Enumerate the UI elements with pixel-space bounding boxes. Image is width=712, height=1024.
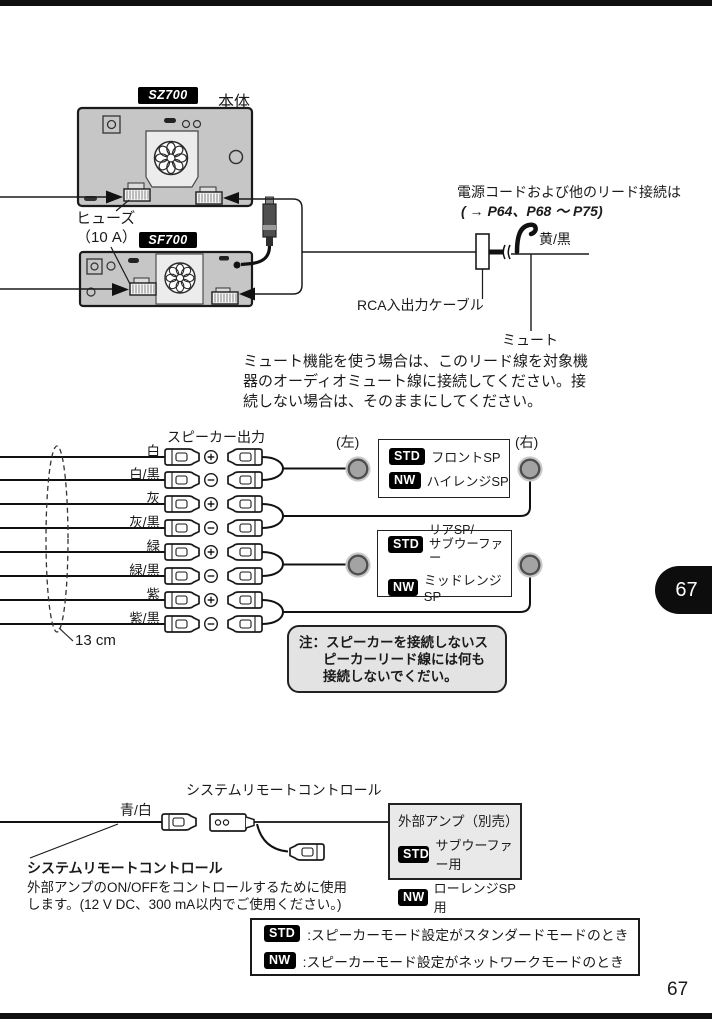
remote-wiring [0, 813, 388, 861]
mute-note-line2: 器のオーディオミュート線に接続してください。接 [243, 373, 587, 390]
antenna-plug [240, 196, 277, 267]
nw-badge: NW [398, 888, 428, 906]
speaker-note-box: 注：スピーカーを接続しないス ピーカーリード線には何も 接続しないでくだい。 [287, 625, 507, 693]
right-channel-label: (右) [515, 434, 539, 450]
std-badge: STD [389, 448, 426, 465]
mute-label: ミュート [502, 332, 558, 348]
nw-badge: NW [389, 472, 421, 489]
amp-box-title: 外部アンプ（別売） [398, 814, 519, 829]
remote-desc-line2: します。(12 V DC、300 mA以内でご使用ください。) [27, 897, 342, 912]
highrange-sp-label: ハイレンジSP [426, 474, 509, 489]
input-lead-lines [0, 196, 112, 290]
sf700-unit-drawing [78, 250, 254, 308]
note-line1: 注：スピーカーを接続しないス [299, 635, 488, 650]
fan-icon [164, 262, 196, 294]
std-badge: STD [264, 925, 301, 942]
left-channel-label: (左) [336, 434, 360, 450]
main-unit-label: 本体 [218, 94, 251, 111]
wire-label-purple: 紫 [146, 587, 161, 602]
remote-desc-line1: 外部アンプのON/OFFをコントロールするために使用 [27, 880, 348, 895]
std-badge: STD [398, 845, 430, 863]
speaker-output-title: スピーカー出力 [167, 429, 265, 445]
page-tab-badge: 67 [655, 566, 712, 614]
front-speaker-box: STD フロントSP NW ハイレンジSP [378, 439, 510, 498]
front-sp-label: フロントSP [431, 450, 501, 465]
bundle-length-label: 13 cm [75, 632, 116, 649]
midrange-sp-label: ミッドレンジSP [423, 573, 502, 604]
speaker-dot-right-rear [517, 552, 543, 578]
nw-badge: NW [388, 578, 418, 596]
mode-legend-box: STD :スピーカーモード設定がスタンダードモードのとき NW :スピーカーモー… [250, 918, 640, 976]
wire-label-green-black: 緑/黒 [129, 563, 160, 578]
cable-bundle-ellipse [45, 445, 69, 633]
model-badge-sz700: SZ700 [138, 87, 198, 104]
remote-desc-title: システムリモートコントロール [27, 860, 223, 876]
mute-note-line3: 続しない場合は、そのままにしてください。 [243, 393, 543, 410]
subwoofer-label: サブウーファー用 [435, 838, 513, 872]
rear-sp-label-line1: リアSP/ [428, 523, 474, 537]
wire-label-purple-black: 紫/黒 [129, 611, 160, 626]
speaker-dot-left-rear [345, 552, 371, 578]
speaker-terminals [164, 448, 263, 633]
lowrange-label: ローレンジSP用 [433, 881, 516, 915]
rca-junction [302, 222, 589, 331]
wire-label-green: 緑 [146, 539, 161, 554]
legend-std-text: :スピーカーモード設定がスタンダードモードのとき [307, 927, 629, 943]
fuse-label-line1: ヒューズ [76, 210, 136, 227]
std-badge: STD [388, 535, 423, 553]
rca-cable-label: RCA入出力ケーブル [357, 297, 484, 313]
speaker-dot-left-front [345, 456, 371, 482]
wire-label-gray-black: 灰/黒 [129, 515, 160, 530]
mute-note-line1: ミュート機能を使う場合は、このリード線を対象機 [243, 353, 589, 370]
fan-icon [153, 140, 189, 176]
wire-label-blue-white: 青/白 [120, 802, 152, 818]
power-note-line2: ( → P64、P68 ～ P75) [461, 203, 603, 219]
bottom-rule [0, 1013, 712, 1019]
note-line2: ピーカーリード線には何も [323, 652, 485, 667]
page-number: 67 [667, 979, 689, 1000]
speaker-dot-right-front [517, 456, 543, 482]
wire-label-gray: 灰 [146, 491, 161, 506]
wire-label-yellow-black: 黄/黒 [539, 231, 571, 247]
model-badge-sf700: SF700 [139, 232, 197, 248]
fuse-label-line2: （10 A） [76, 229, 137, 246]
note-line3: 接続しないでくだい。 [323, 669, 458, 684]
remote-title: システムリモートコントロール [186, 782, 382, 798]
legend-nw-text: :スピーカーモード設定がネットワークモードのとき [302, 954, 624, 970]
nw-badge: NW [264, 952, 296, 969]
external-amp-box: 外部アンプ（別売） STD サブウーファー用 NW ローレンジSP用 [388, 803, 522, 915]
rear-sp-label-line2: サブウーファー [428, 537, 504, 565]
routing-loop [239, 198, 303, 295]
wire-label-white-black: 白/黒 [129, 467, 160, 482]
top-rule [0, 0, 712, 6]
power-note-line1: 電源コードおよび他のリード接続は [457, 184, 681, 200]
wire-label-white: 白 [146, 444, 161, 459]
fuse-pointer-lines [110, 199, 131, 285]
rear-speaker-box: STD リアSP/ サブウーファー NW ミッドレンジSP [377, 523, 512, 604]
speaker-pair-loops [261, 456, 531, 625]
speaker-wires [0, 456, 165, 625]
sz700-unit-drawing [76, 106, 254, 208]
